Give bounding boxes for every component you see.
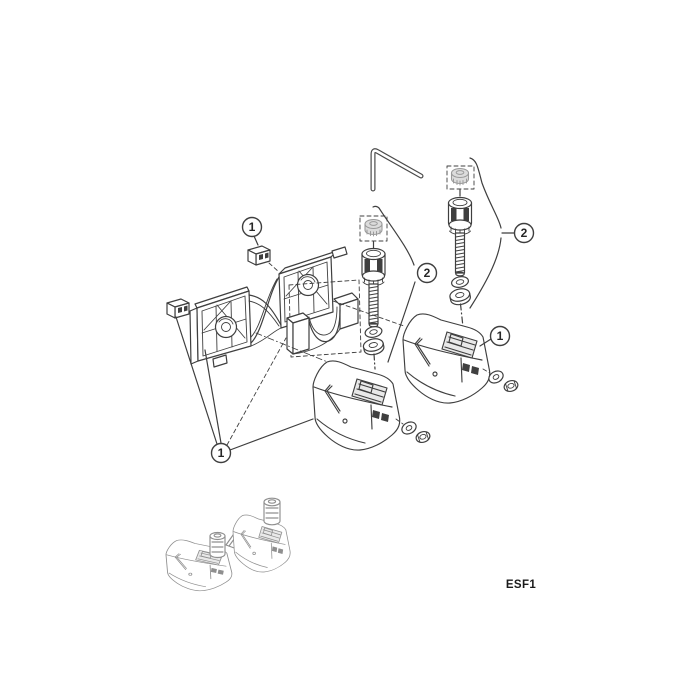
projection-lines	[255, 300, 405, 372]
preinstalled-cap-box	[446, 165, 475, 190]
thick-washer-icon	[449, 288, 471, 306]
callout-label: 2	[424, 266, 431, 280]
callout-1-right: 1	[479, 325, 511, 347]
figure-code-label: ESF1	[506, 579, 537, 591]
locking-clip-icon	[247, 245, 271, 266]
foot-icon	[402, 313, 491, 404]
knurled-cap-icon	[450, 167, 470, 186]
saddle-spacer-box	[288, 279, 362, 358]
assembled-feet-icon	[165, 497, 291, 592]
threaded-rod-icon	[454, 232, 466, 277]
callout-1-top: 1	[241, 216, 280, 273]
callout-label: 1	[218, 446, 225, 460]
threaded-rod-icon	[368, 283, 379, 328]
adjuster-body-icon	[447, 196, 473, 235]
callout-label: 1	[249, 220, 256, 234]
nut-icon	[503, 380, 519, 392]
thick-washer-icon	[362, 338, 385, 356]
callout-2-left: 2	[372, 205, 438, 363]
callout-label: 1	[497, 329, 504, 343]
nut-icon	[415, 431, 431, 443]
callout-label: 2	[521, 226, 528, 240]
callout-circle	[489, 325, 511, 347]
callout-circle	[210, 442, 232, 464]
knurled-cap-icon	[364, 218, 383, 237]
locking-clip-icon	[166, 298, 190, 319]
assembled-adjuster-icon	[263, 497, 281, 526]
adjuster-body-icon	[361, 247, 386, 286]
callout-circle	[416, 262, 438, 284]
adjuster-assembly-right	[446, 165, 475, 328]
hex-key-icon	[370, 148, 424, 192]
assembled-adjuster-icon	[209, 531, 226, 559]
mount-bracket-icon	[189, 246, 348, 368]
washer-icon	[364, 326, 383, 338]
callout-1-bottom: 1	[175, 316, 314, 464]
washer-nut-pair	[482, 368, 519, 392]
foot-icon	[312, 360, 401, 451]
callout-circle	[241, 216, 263, 238]
callout-2-right: 2	[469, 157, 535, 309]
callout-circle	[513, 222, 535, 244]
washer-icon	[451, 276, 469, 288]
saddle-spacer-icon	[286, 292, 359, 355]
preinstalled-cap-box	[359, 215, 388, 242]
washer-nut-pair	[395, 418, 431, 443]
adjuster-assembly-left	[359, 215, 388, 370]
